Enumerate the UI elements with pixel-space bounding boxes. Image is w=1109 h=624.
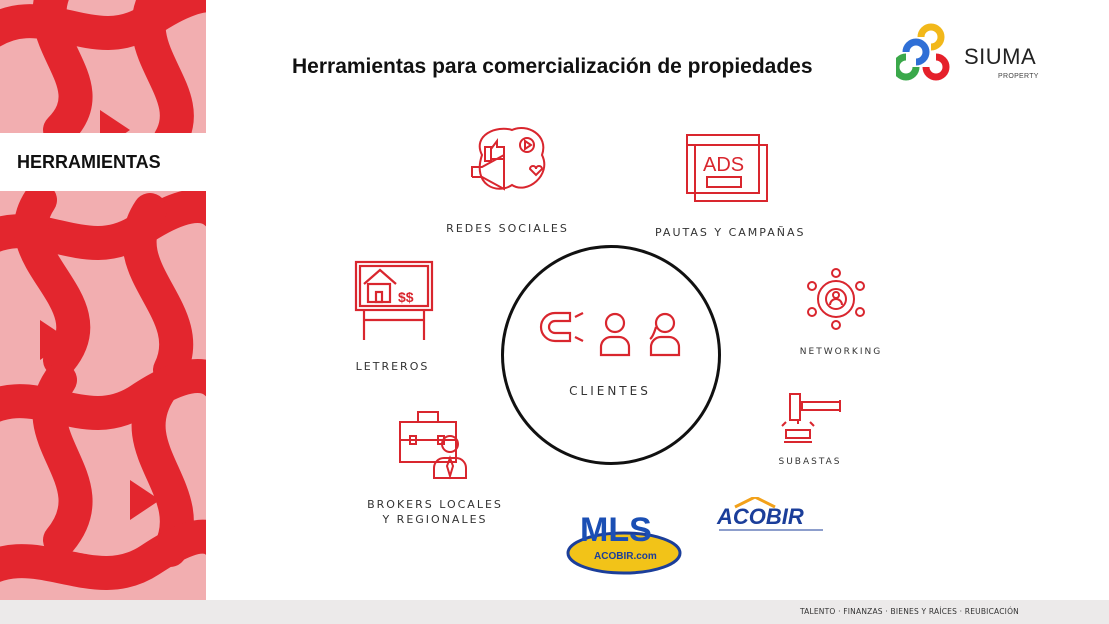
footer-bar: TALENTO · FINANZAS · BIENES Y RAÍCES · R… — [0, 600, 1109, 624]
slide-title: Herramientas para comercialización de pr… — [292, 55, 813, 78]
section-tab: HERRAMIENTAS — [0, 133, 206, 191]
siuma-logo: SIUMA PROPERTY — [892, 22, 1056, 92]
sidebar-pattern-panel — [0, 0, 206, 600]
billboard-label: LETREROS — [355, 360, 430, 373]
ads-text: ADS — [703, 154, 744, 176]
mls-logo: MLS ACOBIR.com — [566, 511, 682, 575]
clients-label: CLIENTES — [569, 384, 651, 398]
logo-name: SIUMA — [964, 44, 1037, 69]
brokers-label-line-2: Y REGIONALES — [382, 513, 488, 526]
broker-briefcase-icon — [399, 411, 467, 480]
siuma-logo-mark — [892, 23, 950, 81]
auction-gavel-icon — [781, 393, 841, 443]
section-tab-label: HERRAMIENTAS — [17, 151, 161, 172]
clients-circle — [501, 245, 721, 465]
networking-label: NETWORKING — [799, 347, 883, 357]
brokers-label-line-1: BROKERS LOCALES — [367, 498, 503, 511]
mls-text: MLS — [580, 511, 652, 549]
logo-subtitle: PROPERTY — [998, 73, 1039, 80]
decorative-arrow-pattern — [0, 0, 206, 590]
ads-campaign-icon: ADS — [686, 134, 768, 202]
auction-label: SUBASTAS — [778, 457, 842, 467]
social-media-label: REDES SOCIALES — [446, 222, 569, 235]
acobir-logo: ACOBIR — [716, 497, 823, 531]
clients-magnet-people-icon — [539, 311, 681, 357]
ads-campaign-label: PAUTAS Y CAMPAÑAS — [655, 226, 806, 239]
mls-sub-text: ACOBIR.com — [594, 551, 657, 562]
acobir-text: ACOBIR — [716, 504, 804, 529]
dollar-text: $$ — [398, 289, 414, 305]
social-media-icon — [471, 127, 546, 191]
networking-icon — [807, 268, 865, 330]
footer-tagline: TALENTO · FINANZAS · BIENES Y RAÍCES · R… — [799, 607, 1019, 616]
billboard-icon: $$ — [354, 260, 434, 340]
